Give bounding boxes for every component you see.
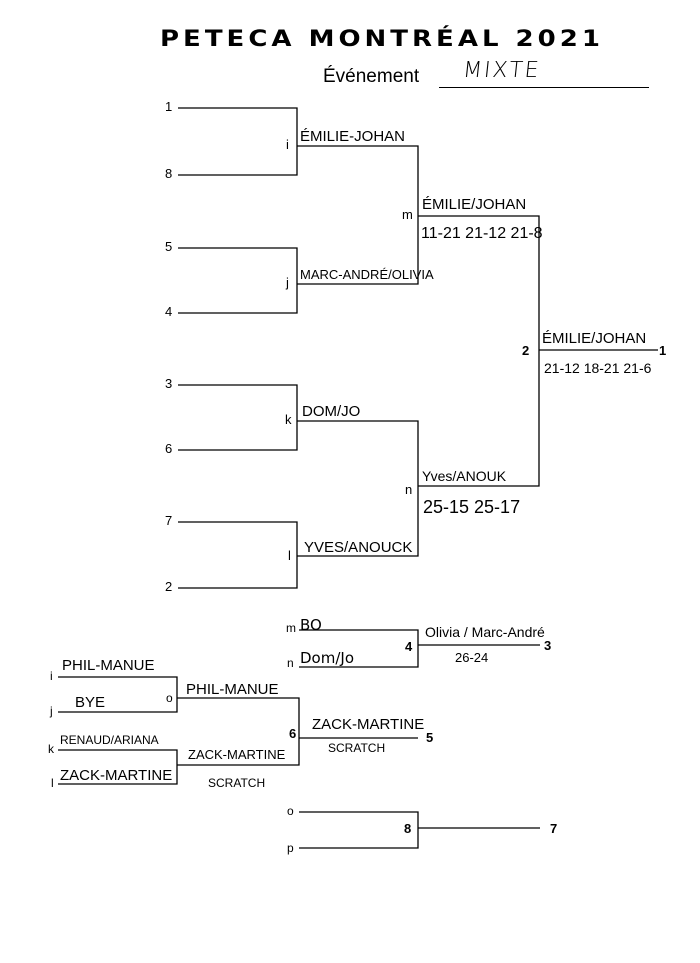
slot-label: p	[287, 841, 294, 855]
slot-label: j	[49, 704, 53, 718]
consolation-slot-name: RENAUD/ARIANA	[60, 733, 159, 747]
slot-label: k	[48, 742, 55, 756]
match-id: 2	[522, 343, 529, 358]
match-p-note: SCRATCH	[208, 776, 265, 790]
match-id: i	[286, 137, 289, 152]
seed-label: 2	[165, 579, 172, 594]
match-o-lines	[58, 676, 178, 713]
consolation-slot-name: BYE	[75, 694, 105, 711]
third-place-winner: Olivia / Marc-André	[425, 624, 545, 640]
match-l-winner: YVES/ANOUCK	[304, 539, 412, 556]
consolation-slot-name: ZACK-MARTINE	[60, 767, 172, 784]
consolation-slot-name: PHIL-MANUE	[62, 657, 155, 674]
match-id: l	[288, 548, 291, 563]
final-winner: ÉMILIE/JOHAN	[542, 330, 646, 347]
match-j-lines	[178, 247, 298, 314]
seed-labels: 1 8 5 4 3 6 7 2	[165, 99, 172, 594]
match-6-lines	[177, 697, 300, 766]
match-m-score: 11-21 21-12 21-8	[421, 225, 543, 242]
slot-label: i	[50, 669, 53, 683]
match-m-winner: ÉMILIE/JOHAN	[422, 196, 526, 213]
match-id: 8	[404, 821, 411, 836]
third-place-score: 26-24	[455, 650, 488, 665]
seed-label: 4	[165, 304, 172, 319]
fifth-place-note: SCRATCH	[328, 741, 385, 755]
match-l-lines	[178, 521, 298, 589]
place-label: 5	[426, 730, 433, 745]
match-k-lines	[178, 384, 298, 451]
third-place-slot-labels: m n	[286, 621, 296, 670]
match-o-winner: PHIL-MANUE	[186, 681, 279, 698]
match-n-score: 25-15 25-17	[423, 497, 520, 517]
match-id: m	[402, 207, 413, 222]
consolation-names: PHIL-MANUE BYE RENAUD/ARIANA ZACK-MARTIN…	[60, 657, 424, 790]
slot-label: n	[287, 656, 294, 670]
third-slot-m-name: BO	[300, 616, 322, 634]
seed-label: 1	[165, 99, 172, 114]
place-label: 1	[659, 343, 666, 358]
match-id: 6	[289, 726, 296, 741]
seed-label: 5	[165, 239, 172, 254]
match-k-winner: DOM/JO	[302, 403, 360, 420]
third-slot-n-name: Dom/Jo	[300, 649, 354, 667]
slot-label: m	[286, 621, 296, 635]
fifth-place-winner: ZACK-MARTINE	[312, 716, 424, 733]
seed-label: 8	[165, 166, 172, 181]
match-n-winner: Yves/ANOUK	[422, 468, 507, 484]
slot-label: o	[287, 804, 294, 818]
match-id: n	[405, 482, 412, 497]
handwritten-entries: ÉMILIE-JOHAN MARC-ANDRÉ/OLIVIA DOM/JO YV…	[300, 128, 646, 556]
event-underline	[439, 87, 649, 88]
place-label: 3	[544, 638, 551, 653]
bracket-lines	[58, 107, 658, 849]
match-id: j	[285, 275, 289, 290]
final-score: 21-12 18-21 21-6	[544, 360, 652, 376]
page-title: PETECA MONTRÉAL 2021	[160, 26, 604, 52]
match-m-lines	[297, 145, 419, 285]
match-p-winner: ZACK-MARTINE	[188, 747, 286, 762]
seed-label: 3	[165, 376, 172, 391]
match-i-lines	[178, 107, 298, 176]
consolation-slot-labels: i j k l o	[48, 669, 173, 790]
match-p-lines	[58, 749, 178, 785]
match-id: o	[166, 691, 173, 705]
match-j-winner: MARC-ANDRÉ/OLIVIA	[300, 267, 434, 282]
event-label: Événement	[323, 66, 420, 87]
match-id: k	[285, 412, 292, 427]
seed-label: 6	[165, 441, 172, 456]
match-4-lines	[299, 629, 419, 668]
match-id: 4	[405, 639, 413, 654]
slot-label: l	[51, 776, 54, 790]
seed-label: 7	[165, 513, 172, 528]
match-ids: i j k l m n 2 1	[285, 137, 666, 563]
match-8-lines	[299, 811, 419, 849]
place-label: 7	[550, 821, 557, 836]
match-i-winner: ÉMILIE-JOHAN	[300, 128, 405, 145]
final-lines	[418, 215, 540, 487]
match-n-lines	[297, 420, 419, 557]
